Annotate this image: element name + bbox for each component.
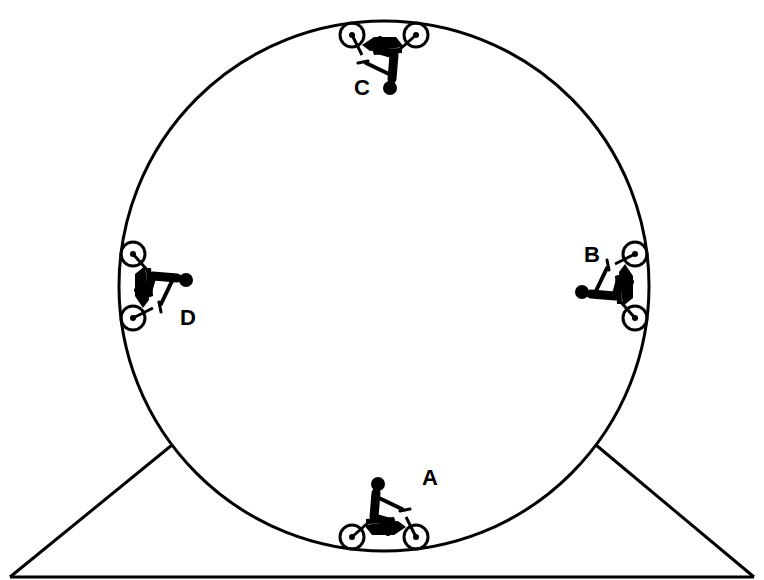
motorcycle xyxy=(340,477,428,549)
support-leg xyxy=(10,445,172,577)
support-leg xyxy=(596,445,754,577)
motorcycle xyxy=(340,23,428,95)
position-label: C xyxy=(354,77,370,99)
ground-line xyxy=(10,576,754,579)
position-label: D xyxy=(180,307,196,329)
motorcycle xyxy=(575,242,647,330)
loop-track xyxy=(119,21,649,551)
position-label: B xyxy=(584,244,600,266)
position-label: A xyxy=(422,467,438,489)
